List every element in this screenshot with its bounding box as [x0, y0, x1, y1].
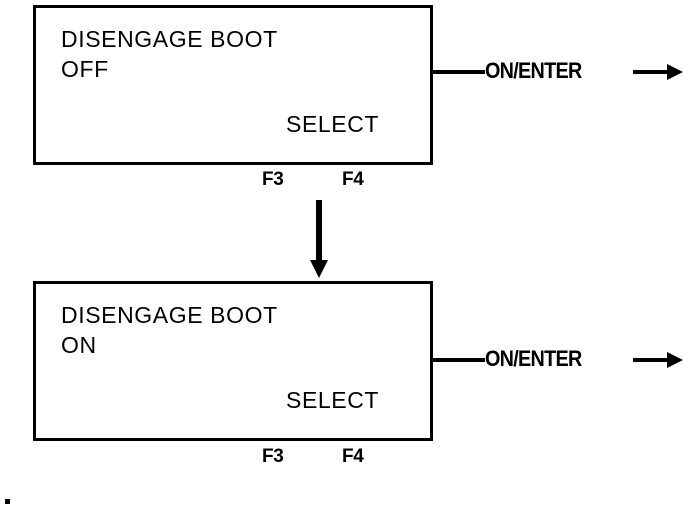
transition-label-on-enter: ON/ENTER: [485, 346, 582, 371]
softkey-label-select: SELECT: [286, 387, 380, 413]
transition-on-enter-bottom: ON/ENTER: [433, 345, 688, 375]
lcd-line-value: ON: [61, 332, 97, 358]
lcd-line-title: DISENGAGE BOOT: [61, 26, 278, 52]
transition-label-on-enter: ON/ENTER: [485, 58, 582, 83]
transition-on-enter-top: ON/ENTER: [433, 57, 688, 87]
softkey-label-select: SELECT: [286, 111, 380, 137]
lcd-panel-off[interactable]: DISENGAGE BOOT OFF SELECT: [33, 5, 433, 165]
function-key-f3[interactable]: F3: [262, 169, 284, 190]
arrow-down-icon: [310, 200, 328, 278]
function-key-f3[interactable]: F3: [262, 446, 284, 467]
connector-line: [433, 70, 485, 74]
page-artifact-dot: [5, 499, 10, 504]
arrow-right-icon: [633, 352, 683, 368]
connector-line: [433, 358, 485, 362]
function-key-f4[interactable]: F4: [342, 169, 364, 190]
lcd-panel-on[interactable]: DISENGAGE BOOT ON SELECT: [33, 281, 433, 441]
arrow-right-icon: [633, 64, 683, 80]
lcd-line-title: DISENGAGE BOOT: [61, 302, 278, 328]
lcd-line-value: OFF: [61, 56, 109, 82]
function-key-f4[interactable]: F4: [342, 446, 364, 467]
